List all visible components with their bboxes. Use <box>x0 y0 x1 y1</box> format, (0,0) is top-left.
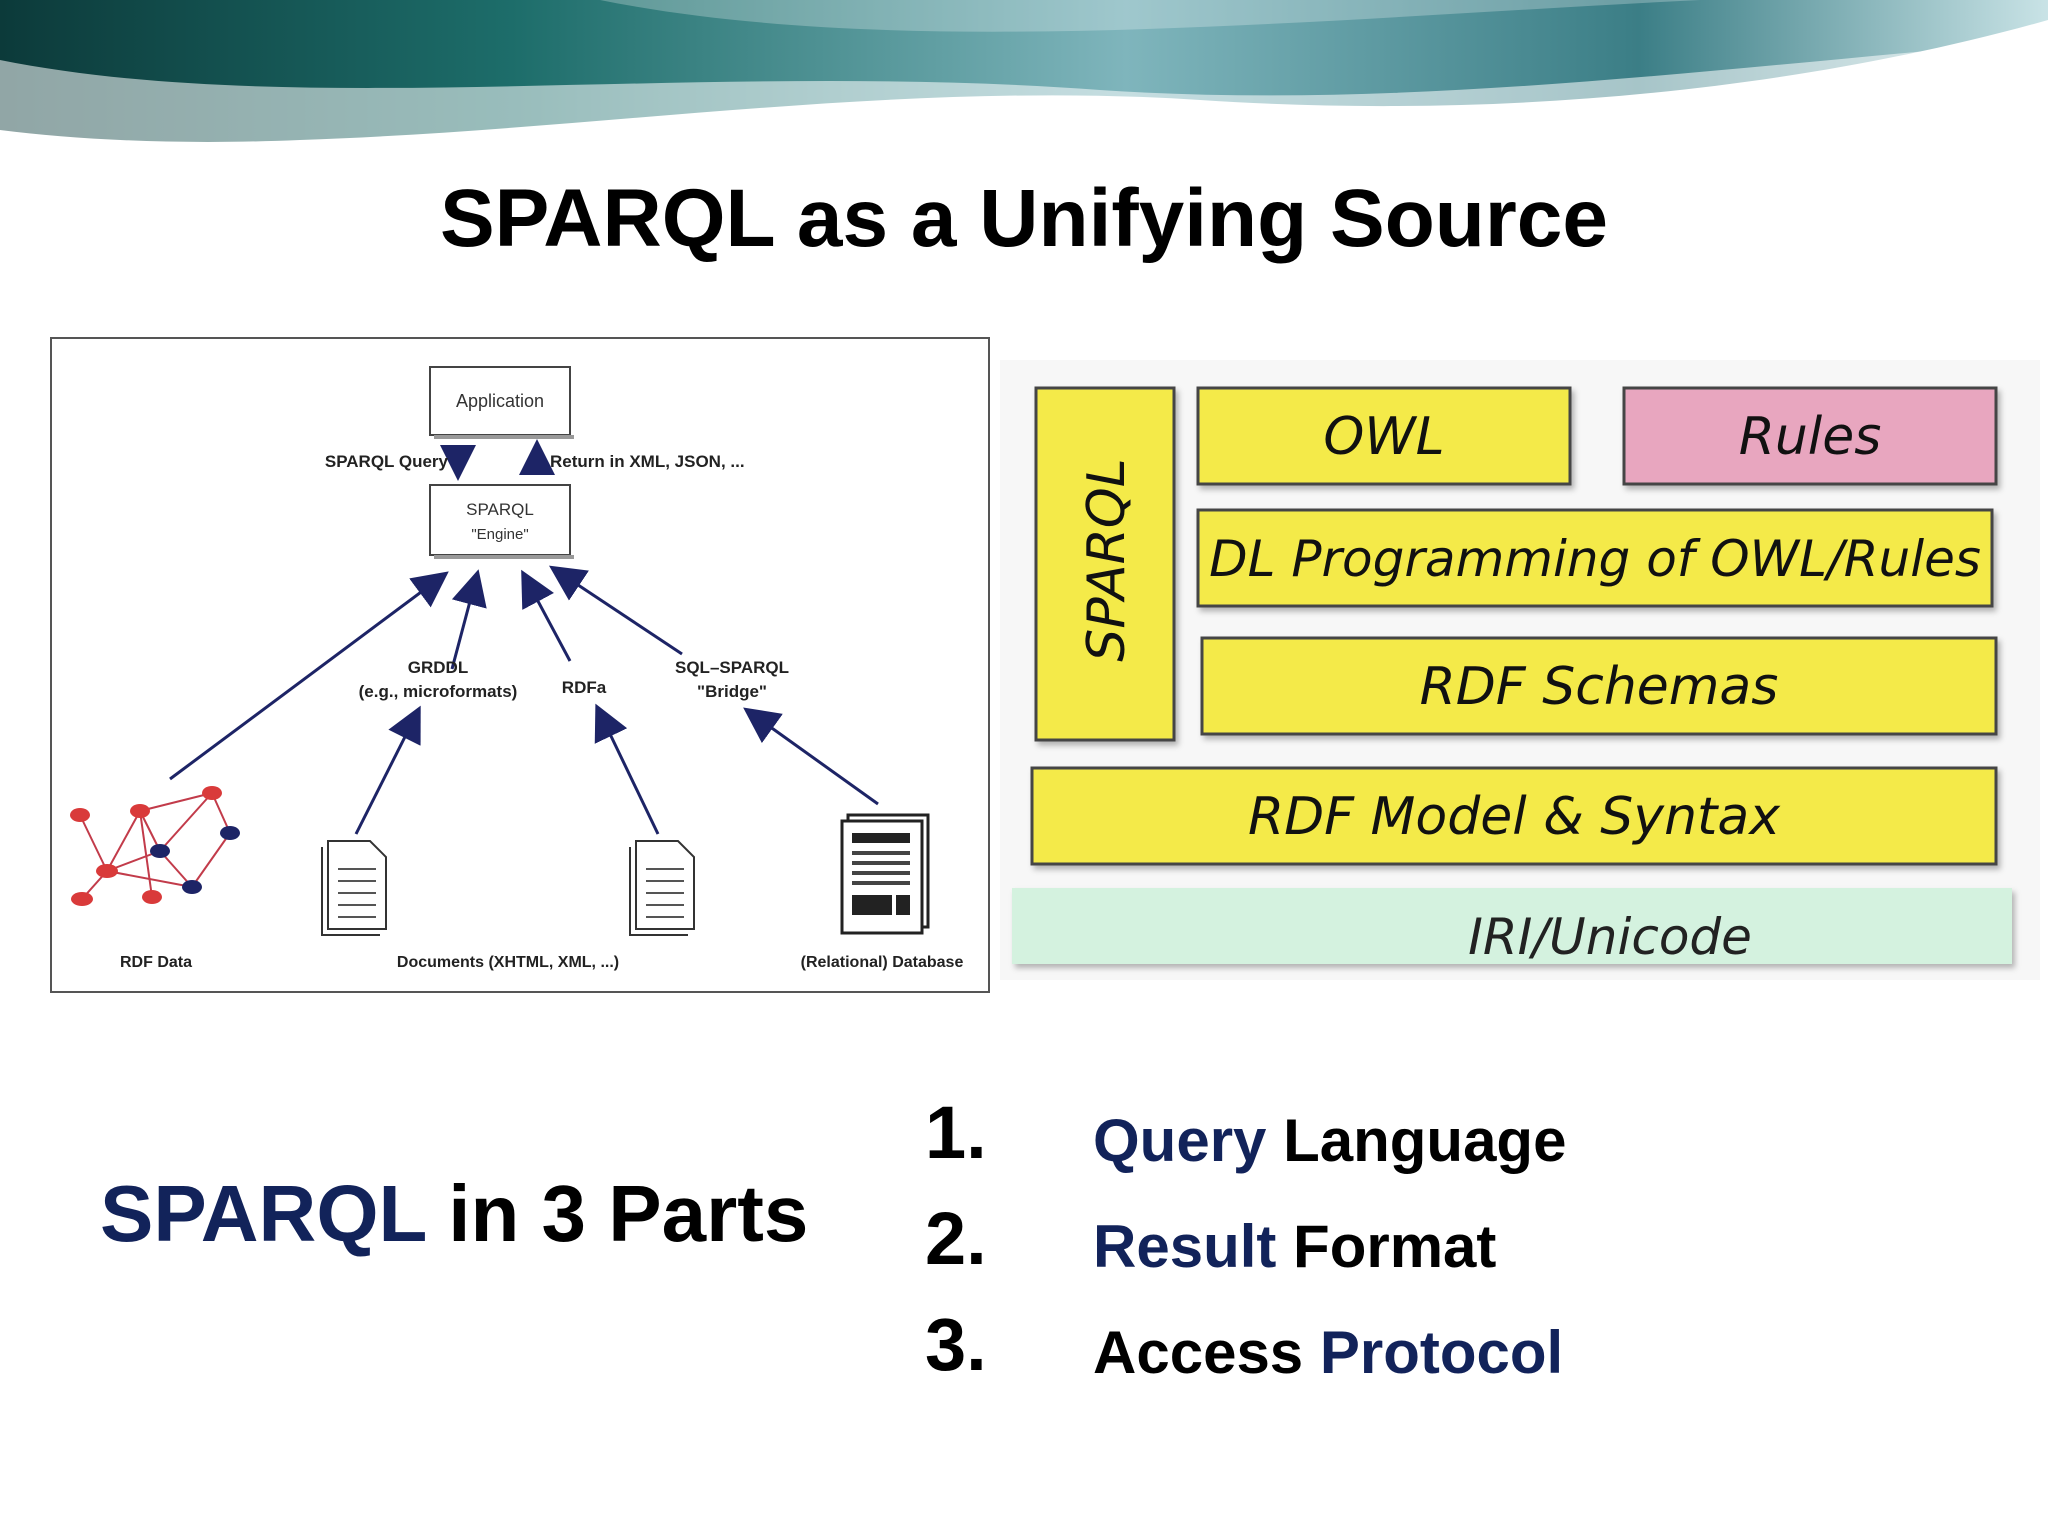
application-label: Application <box>456 391 544 411</box>
iri-unicode-layer: IRI/Unicode <box>1012 888 2012 966</box>
owl-layer: OWL <box>1196 386 1572 486</box>
subheading: SPARQL in 3 Parts <box>100 1168 808 1260</box>
sparql-query-label: SPARQL Query <box>325 452 449 471</box>
sparql-layer-label: SPARQL <box>1077 458 1137 661</box>
sparql-layer: SPARQL <box>1034 386 1176 742</box>
document-icon <box>629 840 695 936</box>
database-icon <box>840 813 930 935</box>
rdf-data-label: RDF Data <box>120 954 192 971</box>
list-text: Access Protocol <box>1093 1319 1564 1386</box>
bridge-label-line2: "Bridge" <box>697 682 767 701</box>
header-banner <box>0 0 2048 160</box>
subheading-rest: in 3 Parts <box>425 1169 809 1258</box>
rdf-schemas-label: RDF Schemas <box>1420 657 1779 717</box>
rdf-data-arrow <box>169 571 449 781</box>
rdf-schemas-layer: RDF Schemas <box>1200 636 1998 736</box>
rdf-model-syntax-label: RDF Model & Syntax <box>1248 787 1781 847</box>
sparql-engine-box: SPARQL "Engine" <box>429 484 574 559</box>
list-number: 3. <box>925 1303 987 1386</box>
bridge-arrow <box>549 565 683 656</box>
architecture-diagram: Application SPARQL Query Return in XML, … <box>50 337 990 993</box>
rules-label: Rules <box>1739 407 1882 467</box>
application-box: Application <box>429 366 574 439</box>
rules-layer: Rules <box>1622 386 1998 486</box>
engine-label-line2: "Engine" <box>471 526 528 543</box>
dl-programming-label: DL Programming of OWL/Rules <box>1209 530 1981 588</box>
list-text: Query Language <box>1093 1107 1567 1174</box>
grddl-arrow <box>450 569 487 670</box>
return-label: Return in XML, JSON, ... <box>550 452 745 471</box>
rdf-model-syntax-layer: RDF Model & Syntax <box>1030 766 1998 866</box>
grddl-label-line2: (e.g., microformats) <box>359 682 518 701</box>
list-number: 2. <box>925 1197 987 1280</box>
doc2-arrow <box>594 703 660 835</box>
rdfa-arrow <box>521 569 572 662</box>
dl-programming-layer: DL Programming of OWL/Rules <box>1196 508 1994 608</box>
db-arrow <box>743 707 879 806</box>
database-label: (Relational) Database <box>801 954 964 971</box>
slide-title: SPARQL as a Unifying Source <box>439 173 1609 264</box>
subheading-accent: SPARQL <box>100 1169 426 1258</box>
list-number: 1. <box>925 1091 987 1174</box>
engine-label-line1: SPARQL <box>466 500 534 519</box>
doc1-arrow <box>354 705 421 835</box>
grddl-label-line1: GRDDL <box>408 658 468 677</box>
rdf-graph-icon <box>70 786 240 906</box>
list-text: Result Format <box>1093 1213 1497 1280</box>
rdfa-label: RDFa <box>562 678 607 697</box>
bridge-label-line1: SQL–SPARQL <box>675 658 789 677</box>
document-icon <box>321 840 387 936</box>
documents-label: Documents (XHTML, XML, ...) <box>397 954 619 971</box>
iri-unicode-label: IRI/Unicode <box>1468 908 1752 966</box>
owl-label: OWL <box>1323 407 1444 467</box>
semantic-web-stack: IRI/Unicode RDF Model & Syntax SPARQL OW… <box>1000 360 2040 980</box>
